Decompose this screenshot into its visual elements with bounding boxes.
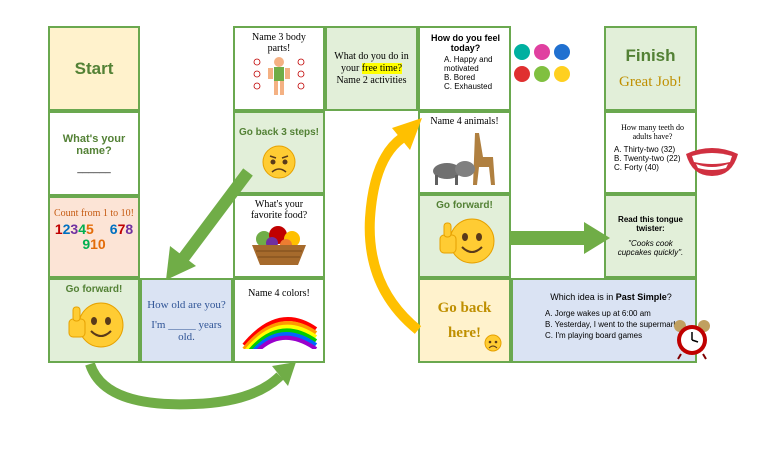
rainbow-icon (242, 317, 318, 349)
digit: 7 (117, 221, 126, 237)
free-time-cell: What do you do in your free time? Name 2… (325, 26, 418, 111)
finish-subtitle: Great Job! (619, 74, 682, 90)
go-back-here-line1: Go back (437, 299, 492, 316)
teeth-cell: How many teeth do adults have? A. Thirty… (604, 111, 697, 194)
how-feel-question: How do you feel today? (430, 33, 500, 53)
go-forward-label: Go forward! (436, 200, 493, 211)
name-colors-text: Name 4 colors! (248, 288, 310, 299)
finish-label: Finish (625, 46, 676, 65)
body-parts-icon (253, 57, 305, 95)
option: A. Jorge wakes up at 6:00 am (545, 309, 651, 318)
go-forward-cell-2: Go forward! (418, 194, 511, 278)
how-old-cell: How old are you? I'm _____ years old. (140, 278, 233, 363)
digit: 3 (70, 221, 79, 237)
name-blank: ______ (77, 163, 111, 174)
option: C. Exhausted (444, 82, 493, 91)
count-text: Count from 1 to 10! (54, 208, 134, 219)
start-cell: Start (48, 26, 140, 111)
go-back-here-line2: here! (447, 324, 482, 341)
go-forward-cell-1: Go forward! (48, 278, 140, 363)
green-diagonal-arrow (166, 168, 253, 280)
alarm-clock-icon (674, 320, 710, 360)
count-digits: 1 2 3 4 5 6 7 8 9 10 (53, 222, 135, 252)
worried-emoji-icon (262, 145, 296, 179)
free-time-text: What do you do in your free time? Name 2… (334, 50, 409, 86)
go-back-here-cell: Go back here! (418, 278, 511, 363)
name-colors-cell: Name 4 colors! (233, 278, 325, 363)
small-worried-emoji-icon (484, 334, 502, 352)
teeth-options: A. Thirty-two (32) B. Twenty-two (22) C.… (610, 145, 681, 172)
how-old-answer: I'm _____ years old. (151, 318, 222, 343)
body-parts-cell: Name 3 body parts! (233, 26, 325, 111)
favorite-food-text: What's your favorite food? (250, 199, 308, 221)
smile-teeth-icon (686, 148, 738, 176)
digit: 10 (90, 236, 106, 252)
name-animals-text: Name 4 animals! (430, 116, 499, 127)
past-simple-cell: Which idea is in Past Simple? A. Jorge w… (511, 278, 697, 363)
option: B. Bored (444, 73, 476, 82)
tongue-twister-cell: Read this tongue twister: "Cooks cook cu… (604, 194, 697, 278)
option: C. I'm playing board games (545, 331, 643, 340)
option: B. Yesterday, I went to the supermarket (545, 320, 685, 329)
how-feel-cell: How do you feel today? A. Happy and moti… (418, 26, 511, 111)
favorite-food-cell: What's your favorite food? (233, 194, 325, 278)
digit: 9 (82, 236, 91, 252)
feelings-emoji-icon (514, 44, 570, 82)
start-label: Start (74, 58, 114, 78)
past-simple-options: A. Jorge wakes up at 6:00 am B. Yesterda… (527, 308, 684, 341)
green-right-arrow (510, 222, 610, 254)
past-simple-question: Which idea is in Past Simple? (550, 292, 672, 302)
digit: 1 (54, 221, 63, 237)
free-time-highlight: free time? (361, 62, 403, 74)
green-curved-arrow (85, 362, 296, 410)
digit: 4 (78, 221, 86, 237)
how-feel-options: A. Happy and motivated B. Bored C. Exhau… (426, 55, 505, 91)
option: C. Forty (40) (614, 163, 659, 172)
tongue-twister-title: Read this tongue twister: (618, 215, 683, 233)
animals-icon (432, 133, 495, 185)
count-cell: Count from 1 to 10! 1 2 3 4 5 6 7 8 9 10 (48, 196, 140, 278)
food-basket-icon (252, 226, 306, 265)
thumbs-up-emoji-icon (439, 218, 494, 264)
option: A. Thirty-two (32) (614, 145, 676, 154)
go-back-3-label: Go back 3 steps! (238, 127, 320, 138)
teeth-question: How many teeth do adults have? (621, 123, 684, 141)
digit: 6 (109, 221, 118, 237)
go-forward-label: Go forward! (65, 284, 123, 295)
name-question-line2: name? (76, 145, 112, 157)
option: A. Happy and motivated (444, 55, 493, 73)
digit: 5 (86, 221, 94, 237)
digit: 2 (62, 221, 71, 237)
name-animals-cell: Name 4 animals! (418, 111, 511, 194)
name-cell: What's your name? ______ (48, 111, 140, 196)
thumbs-up-emoji-icon (68, 302, 124, 348)
finish-cell: Finish Great Job! (604, 26, 697, 111)
digit: 8 (125, 221, 134, 237)
option: B. Twenty-two (22) (614, 154, 681, 163)
how-old-question: How old are you? (147, 298, 226, 311)
name-question-line1: What's your (62, 133, 126, 145)
body-parts-text: Name 3 body parts! (252, 32, 306, 54)
tongue-twister-quote: "Cooks cook cupcakes quickly". (617, 239, 684, 257)
yellow-curved-arrow (364, 118, 422, 334)
